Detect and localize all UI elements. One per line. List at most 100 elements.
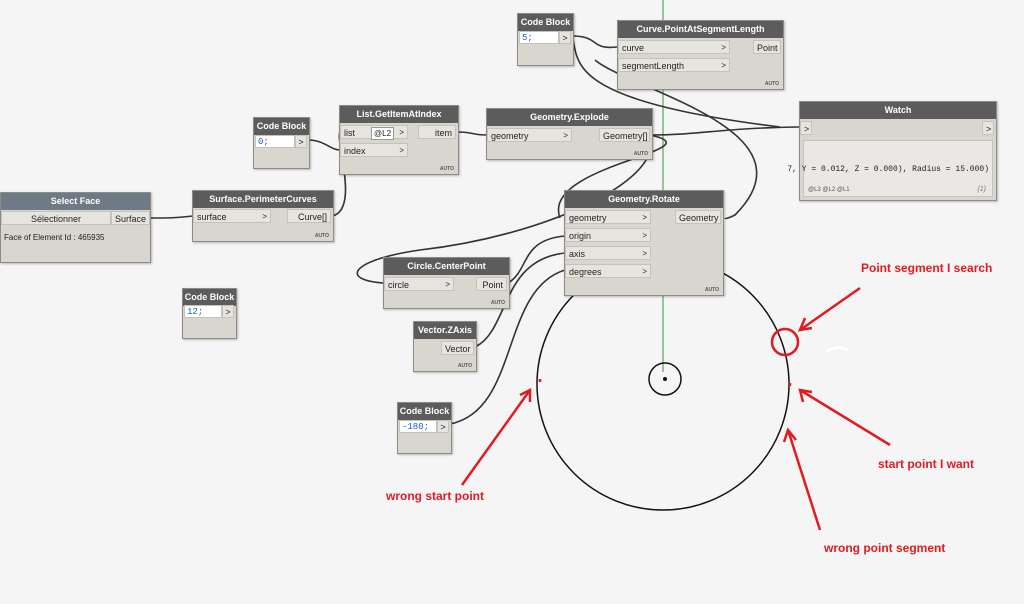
axis-input[interactable]: axis > [565, 246, 651, 260]
node-title: Code Block [398, 403, 451, 420]
auto-label: AUTO [439, 166, 454, 172]
surface-input[interactable]: surface > [193, 209, 271, 223]
curves-output[interactable]: Curve[] [287, 209, 331, 223]
chevron-right-icon: > [399, 128, 404, 137]
chevron-right-icon: > [721, 61, 726, 70]
curve-input[interactable]: curve > [618, 40, 730, 54]
node-title: Geometry.Rotate [565, 191, 723, 208]
code-editor[interactable]: 12; [184, 305, 222, 318]
perimeter-curves-node[interactable]: Surface.PerimeterCurves surface > Curve[]… [192, 190, 334, 242]
item-output[interactable]: item [418, 125, 456, 139]
level-selector[interactable]: @L2 [371, 127, 395, 140]
chevron-right-icon: > [399, 146, 404, 155]
annotation-wrong-point-segment: wrong point segment [824, 541, 946, 555]
code-block-neg180-node[interactable]: Code Block -180; > [397, 402, 452, 454]
circle-center-point-node[interactable]: Circle.CenterPoint circle > Point AUTO [383, 257, 510, 309]
index-input[interactable]: index > [340, 143, 408, 157]
code-block-12-node[interactable]: Code Block 12; > [182, 288, 237, 339]
auto-label: AUTO [314, 233, 329, 239]
node-title: Select Face [1, 193, 150, 210]
center-circle [648, 362, 682, 396]
node-title: List.GetItemAtIndex [340, 106, 458, 123]
chevron-right-icon: > [721, 43, 726, 52]
chevron-right-icon: > [642, 231, 647, 240]
chevron-right-icon: > [642, 213, 647, 222]
annotation-point-segment-search: Point segment I search [861, 261, 993, 275]
circle-input[interactable]: circle > [384, 277, 454, 291]
point-output[interactable]: Point [476, 277, 507, 291]
annotation-start-point-want: start point I want [878, 457, 974, 471]
code-output[interactable]: > [222, 305, 234, 318]
code-editor[interactable]: -180; [399, 420, 437, 433]
port-label: curve [622, 43, 645, 53]
geometry-rotate-node[interactable]: Geometry.Rotate geometry> origin> axis> … [564, 190, 724, 296]
watch-input[interactable]: > [800, 121, 812, 135]
node-title: Vector.ZAxis [414, 322, 476, 339]
chevron-right-icon: > [642, 249, 647, 258]
watch-panel: 7, Y = 0.012, Z = 0.000), Radius = 15.00… [787, 140, 993, 197]
code-output[interactable]: > [295, 135, 307, 148]
watch-levels: @L3 @L2 @L1 [808, 187, 850, 193]
annotation-wrong-start-point: wrong start point [386, 489, 484, 503]
chevron-right-icon: > [445, 280, 450, 289]
surface-output[interactable]: Surface [111, 211, 150, 225]
segment-length-input[interactable]: segmentLength > [618, 58, 730, 72]
vector-zaxis-node[interactable]: Vector.ZAxis Vector AUTO [413, 321, 477, 372]
port-label: geometry [491, 131, 529, 141]
node-title: Watch [800, 102, 996, 119]
node-title: Code Block [183, 289, 236, 306]
watch-node[interactable]: Watch > > 7, Y = 0.012, Z = 0.000), Radi… [787, 101, 997, 201]
white-scribble [825, 346, 849, 354]
watch-value: 7, Y = 0.012, Z = 0.000), Radius = 15.00… [787, 165, 989, 174]
vector-output[interactable]: Vector [441, 341, 474, 355]
port-label: degrees [569, 267, 602, 277]
node-title: Geometry.Explode [487, 109, 652, 126]
geometry-explode-node[interactable]: Geometry.Explode geometry > Geometry[] AU… [486, 108, 653, 160]
list-input[interactable]: list @L2 > [340, 125, 408, 140]
auto-label: AUTO [457, 363, 472, 369]
auto-label: AUTO [633, 151, 648, 157]
node-title: Circle.CenterPoint [384, 258, 509, 275]
watch-count: {1} [977, 186, 986, 193]
code-block-5-node[interactable]: Code Block 5; > [517, 13, 574, 66]
code-output[interactable]: > [559, 31, 571, 44]
port-label: list [344, 128, 355, 138]
search-highlight-circle [770, 327, 800, 357]
node-title: Code Block [254, 118, 309, 135]
select-face-node[interactable]: Select Face Sélectionner Surface Face of… [0, 192, 151, 263]
port-label: surface [197, 212, 227, 222]
geometry-output[interactable]: Geometry [675, 210, 721, 224]
port-label: circle [388, 280, 410, 290]
auto-label: AUTO [764, 81, 779, 87]
node-title: Surface.PerimeterCurves [193, 191, 333, 208]
center-point [663, 377, 667, 381]
code-output[interactable]: > [437, 420, 449, 433]
port-label: geometry [569, 213, 607, 223]
watch-output[interactable]: > [982, 121, 994, 135]
geometry-input[interactable]: geometry > [565, 210, 651, 224]
code-editor[interactable]: 0; [255, 135, 295, 148]
port-label: segmentLength [622, 61, 685, 71]
node-title: Code Block [518, 14, 573, 31]
chevron-right-icon: > [262, 212, 267, 221]
node-title: Curve.PointAtSegmentLength [618, 21, 783, 38]
auto-label: AUTO [704, 287, 719, 293]
geometry-input[interactable]: geometry > [487, 128, 572, 142]
point-output[interactable]: Point [753, 40, 781, 54]
element-info: Face of Element Id : 465935 [4, 233, 105, 242]
degrees-input[interactable]: degrees> [565, 264, 651, 278]
select-button[interactable]: Sélectionner [1, 211, 111, 225]
auto-label: AUTO [490, 300, 505, 306]
chevron-right-icon: > [563, 131, 568, 140]
geometry-array-output[interactable]: Geometry[] [599, 128, 650, 142]
point-at-segment-node[interactable]: Curve.PointAtSegmentLength curve > segmen… [617, 20, 784, 90]
code-editor[interactable]: 5; [519, 31, 559, 44]
port-label: origin [569, 231, 592, 241]
code-block-0-node[interactable]: Code Block 0; > [253, 117, 310, 169]
port-label: axis [569, 249, 586, 259]
origin-input[interactable]: origin > [565, 228, 651, 242]
port-label: index [344, 146, 366, 156]
annotation-marks [460, 286, 891, 531]
get-item-node[interactable]: List.GetItemAtIndex list @L2 > index > item… [339, 105, 459, 175]
